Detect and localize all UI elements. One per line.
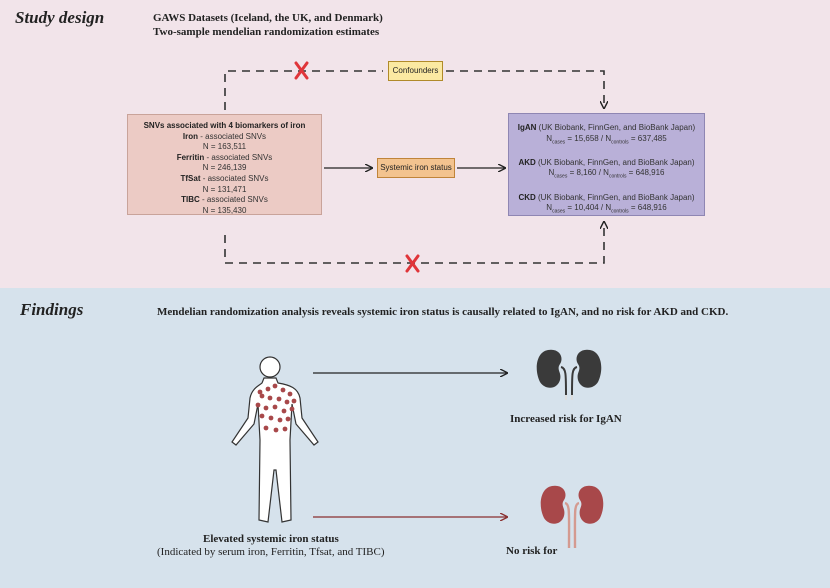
cross-icon xyxy=(294,61,309,80)
dashed-bottom xyxy=(224,222,604,264)
findings-summary: Mendelian randomization analysis reveals… xyxy=(157,306,729,318)
kidney-dark-icon xyxy=(536,349,602,400)
no-risk-label: No risk for xyxy=(506,545,558,557)
outcome-box: IgAN (UK Biobank, FinnGen, and BioBank J… xyxy=(508,113,705,216)
kidney-red-icon xyxy=(540,485,604,549)
snv-box-title: SNVs associated with 4 biomarkers of iro… xyxy=(143,121,306,130)
dashed-top-right xyxy=(446,70,604,108)
study-design-heading: Study design xyxy=(15,8,105,27)
estimates-title: Two-sample mendelian randomization estim… xyxy=(153,26,380,38)
snv-n-tibc: N = 135,430 xyxy=(202,205,247,215)
confounders-box: Confounders xyxy=(388,61,443,81)
iron-dots xyxy=(255,383,297,433)
snv-n-iron: N = 163,511 xyxy=(202,142,247,152)
snv-item-tibc: TIBC - associated SNVs xyxy=(181,195,268,205)
increased-risk-label: Increased risk for IgAN xyxy=(510,413,622,425)
cross-icon xyxy=(405,254,420,273)
snv-item-ferritin: Ferritin - associated SNVs xyxy=(176,152,273,162)
elevated-title: Elevated systemic iron status xyxy=(203,533,339,545)
human-body-icon xyxy=(231,356,319,523)
snv-item-iron: Iron - associated SNVs xyxy=(182,131,267,141)
snv-n-ferritin: N = 246,139 xyxy=(202,163,247,173)
outcome-ckd: CKD (UK Biobank, FinnGen, and BioBank Ja… xyxy=(518,192,695,202)
findings-heading: Findings xyxy=(20,300,84,319)
iron-status-box: Systemic iron status xyxy=(377,158,455,178)
outcome-igan-n: Ncases = 15,658 / Ncontrols = 637,485 xyxy=(546,133,667,146)
outcome-ckd-n: Ncases = 10,404 / Ncontrols = 648,916 xyxy=(546,203,667,215)
outcome-akd-n: Ncases = 8,160 / Ncontrols = 648,916 xyxy=(548,168,665,180)
snv-box: SNVs associated with 4 biomarkers of iro… xyxy=(127,114,322,215)
elevated-subtitle: (Indicated by serum iron, Ferritin, Tfsa… xyxy=(157,546,385,558)
dashed-top-left xyxy=(224,70,383,110)
findings-panel xyxy=(0,288,830,588)
snv-item-tfsat: TfSat - associated SNVs xyxy=(180,173,269,183)
outcome-igan: IgAN (UK Biobank, FinnGen, and BioBank J… xyxy=(517,123,696,132)
outcome-akd: AKD (UK Biobank, FinnGen, and BioBank Ja… xyxy=(518,157,695,167)
datasets-title: GAWS Datasets (Iceland, the UK, and Denm… xyxy=(153,12,383,24)
snv-n-tfsat: N = 131,471 xyxy=(202,184,247,194)
